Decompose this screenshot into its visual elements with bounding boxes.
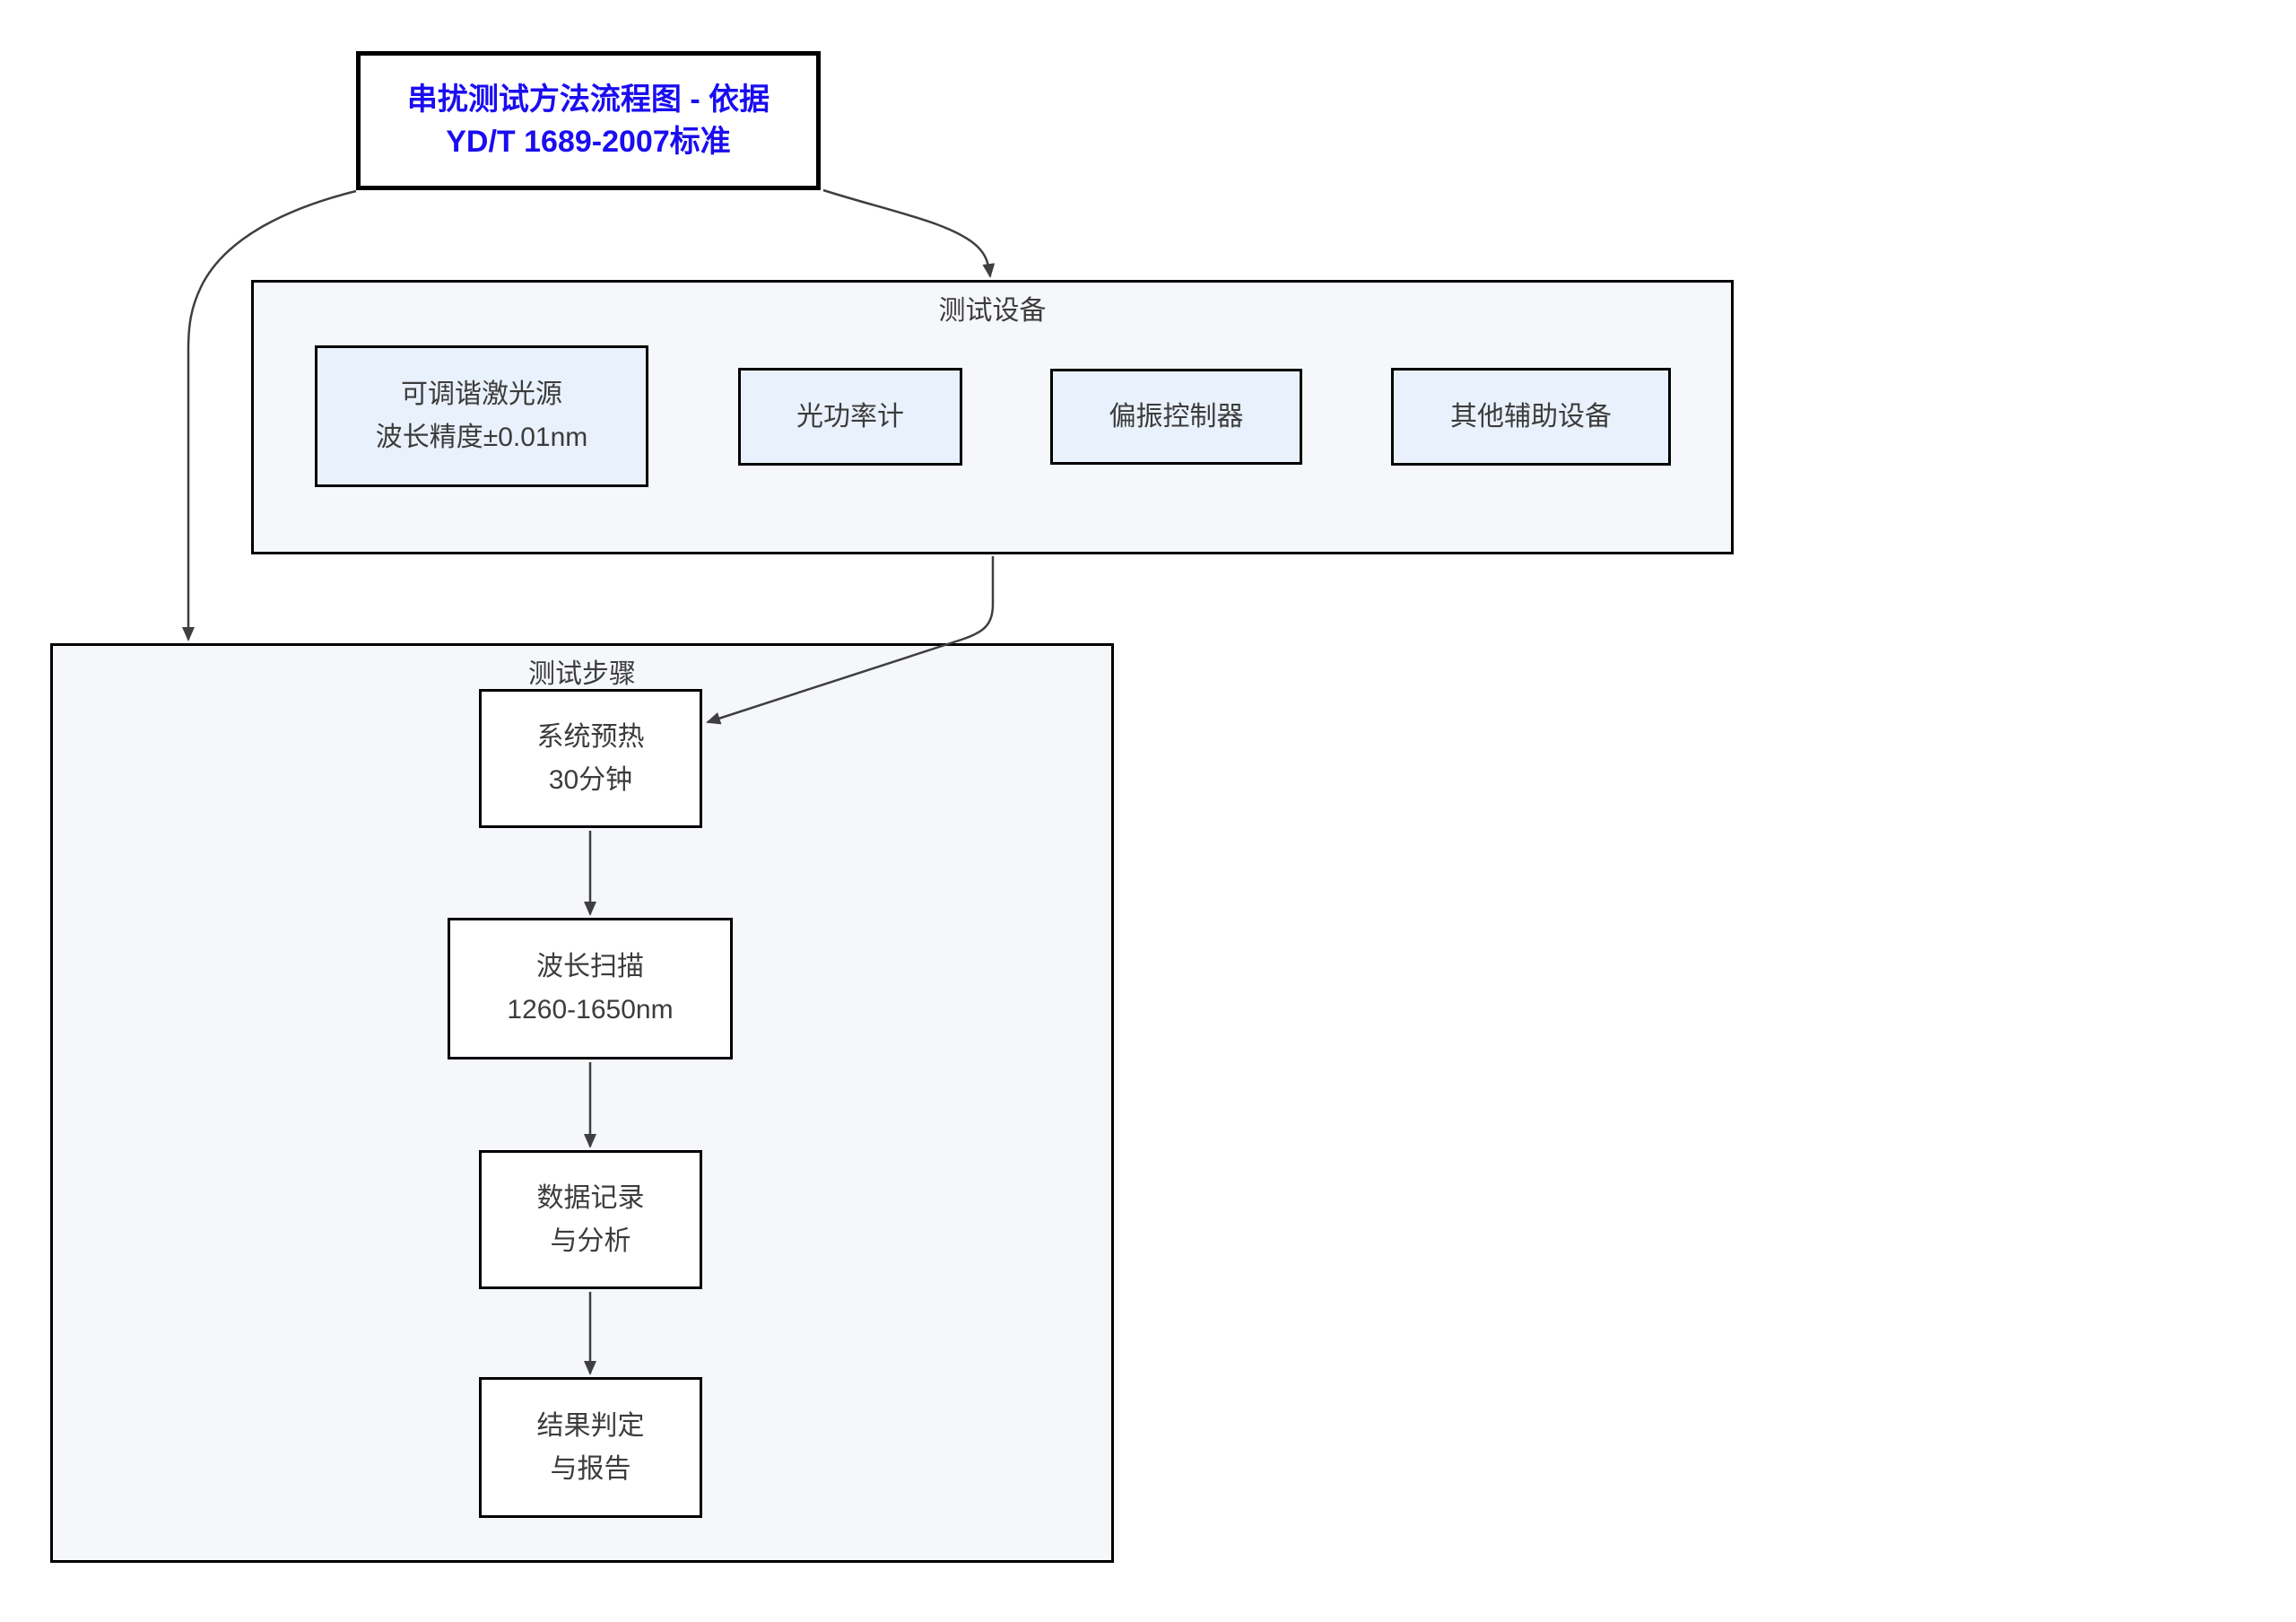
node-data-recording-analysis: 数据记录 与分析 xyxy=(479,1150,702,1289)
title-line2: YD/T 1689-2007标准 xyxy=(446,124,731,159)
node-label-line2: 与报告 xyxy=(550,1453,631,1484)
edge-equipment-to-step1 xyxy=(706,556,995,725)
node-other-auxiliary-equipment: 其他辅助设备 xyxy=(1391,368,1671,466)
node-wavelength-scan: 波长扫描 1260-1650nm xyxy=(448,918,733,1060)
node-label-line1: 可调谐激光源 xyxy=(401,379,562,409)
node-label-line2: 1260-1650nm xyxy=(507,995,674,1025)
steps-group-label: 测试步骤 xyxy=(528,659,636,689)
title-line1: 串扰测试方法流程图 - 依据 xyxy=(406,82,770,117)
edge-title-to-equipment xyxy=(822,188,996,278)
node-label-line1: 偏振控制器 xyxy=(1109,401,1244,432)
node-label-line1: 光功率计 xyxy=(796,401,904,432)
node-label-line2: 30分钟 xyxy=(548,764,633,795)
equipment-group-label: 测试设备 xyxy=(938,296,1047,326)
node-optical-power-meter: 光功率计 xyxy=(738,368,962,466)
title-node: 串扰测试方法流程图 - 依据 YD/T 1689-2007标准 xyxy=(356,51,821,190)
edge-title-to-steps xyxy=(182,189,357,641)
node-label-line2: 与分析 xyxy=(550,1225,631,1256)
node-label-line1: 数据记录 xyxy=(536,1182,645,1213)
node-polarization-controller: 偏振控制器 xyxy=(1050,369,1302,465)
node-label-line1: 系统预热 xyxy=(536,721,645,752)
node-label-line1: 波长扫描 xyxy=(536,952,644,981)
node-label-line1: 其他辅助设备 xyxy=(1450,401,1612,432)
node-system-warmup: 系统预热 30分钟 xyxy=(479,689,702,828)
node-tunable-laser-source: 可调谐激光源 波长精度±0.01nm xyxy=(315,345,648,487)
node-label-line2: 波长精度±0.01nm xyxy=(375,423,588,452)
node-label-line1: 结果判定 xyxy=(536,1410,645,1441)
node-result-judgement-report: 结果判定 与报告 xyxy=(479,1377,702,1518)
